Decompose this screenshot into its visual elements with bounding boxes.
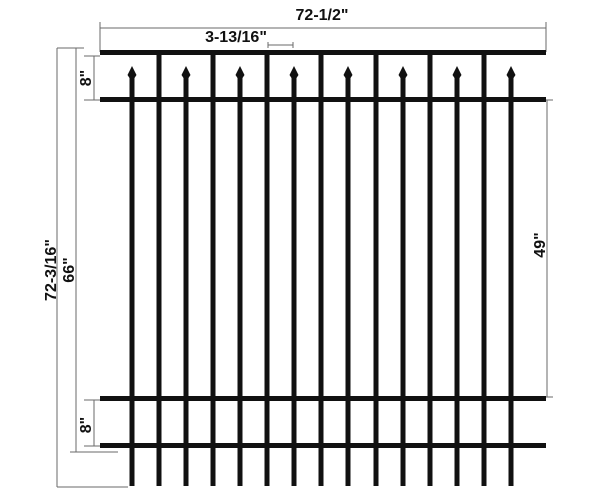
spear-top-icon — [452, 66, 462, 78]
picket-spear-1 — [129, 78, 135, 486]
overall-width-label: 72-1/2" — [296, 7, 349, 24]
picket-height-label: 66" — [61, 257, 78, 282]
spear-top-icon — [181, 66, 191, 78]
picket-spear-5 — [345, 78, 351, 486]
spear-top-icon — [398, 66, 408, 78]
picket-spear-3 — [237, 78, 243, 486]
pickets — [127, 50, 516, 486]
middle-span-label: 49" — [532, 232, 549, 257]
picket-spacing-label: 3-13/16" — [205, 29, 267, 46]
picket-plain-7 — [481, 50, 487, 486]
picket-spear-7 — [454, 78, 460, 486]
picket-plain-5 — [373, 50, 379, 486]
picket-plain-3 — [264, 50, 270, 486]
spear-top-icon — [343, 66, 353, 78]
bottom-rail-spacing-label: 8" — [78, 417, 95, 433]
dimension-lines — [56, 22, 553, 488]
picket-spear-2 — [183, 78, 189, 486]
spear-top-icon — [127, 66, 137, 78]
picket-spear-6 — [400, 78, 406, 486]
dimension-labels: 72-1/2" 3-13/16" 8" 8" 72-3/16" 66" 49" — [43, 7, 549, 433]
spear-top-icon — [235, 66, 245, 78]
picket-plain-1 — [156, 50, 162, 486]
overall-height-label: 72-3/16" — [43, 239, 60, 301]
top-rail-spacing-label: 8" — [78, 70, 95, 86]
picket-spear-4 — [291, 78, 297, 486]
picket-spear-8 — [508, 78, 514, 486]
spear-top-icon — [506, 66, 516, 78]
picket-plain-6 — [427, 50, 433, 486]
picket-plain-4 — [318, 50, 324, 486]
picket-plain-2 — [210, 50, 216, 486]
spear-top-icon — [289, 66, 299, 78]
